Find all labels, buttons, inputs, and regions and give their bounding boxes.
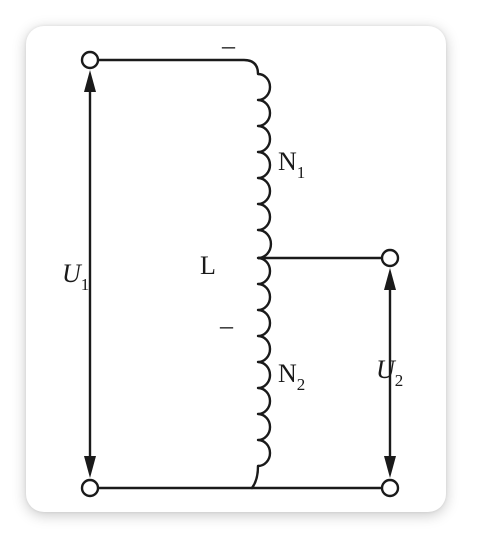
arrow-icon — [384, 268, 396, 290]
u1-label: U1 — [62, 259, 89, 294]
terminal-icon — [380, 248, 400, 268]
u1-letter: U — [62, 259, 83, 288]
terminal-icon — [80, 50, 100, 70]
n1-letter: N — [278, 147, 297, 176]
top-wire — [94, 58, 260, 76]
polarity-mark-mid: – — [219, 311, 234, 340]
coil-n1 — [256, 72, 273, 260]
u2-label: U2 — [376, 355, 403, 390]
arrow-icon — [384, 456, 396, 478]
u2-letter: U — [376, 355, 397, 384]
n2-subscript: 2 — [297, 375, 306, 394]
u1-subscript: 1 — [81, 275, 90, 294]
coil-n2 — [256, 256, 272, 468]
n1-label: N1 — [278, 147, 305, 182]
n2-label: N2 — [278, 359, 305, 394]
coil-bottom-lead — [250, 464, 260, 490]
inductor-label: L — [200, 251, 216, 280]
polarity-mark-top: – — [221, 31, 236, 60]
terminal-icon — [80, 478, 100, 498]
arrow-icon — [84, 456, 96, 478]
u2-subscript: 2 — [395, 371, 404, 390]
arrow-icon — [84, 70, 96, 92]
diagram-card — [26, 26, 446, 512]
n2-letter: N — [278, 359, 297, 388]
n1-subscript: 1 — [297, 163, 306, 182]
terminal-icon — [380, 478, 400, 498]
